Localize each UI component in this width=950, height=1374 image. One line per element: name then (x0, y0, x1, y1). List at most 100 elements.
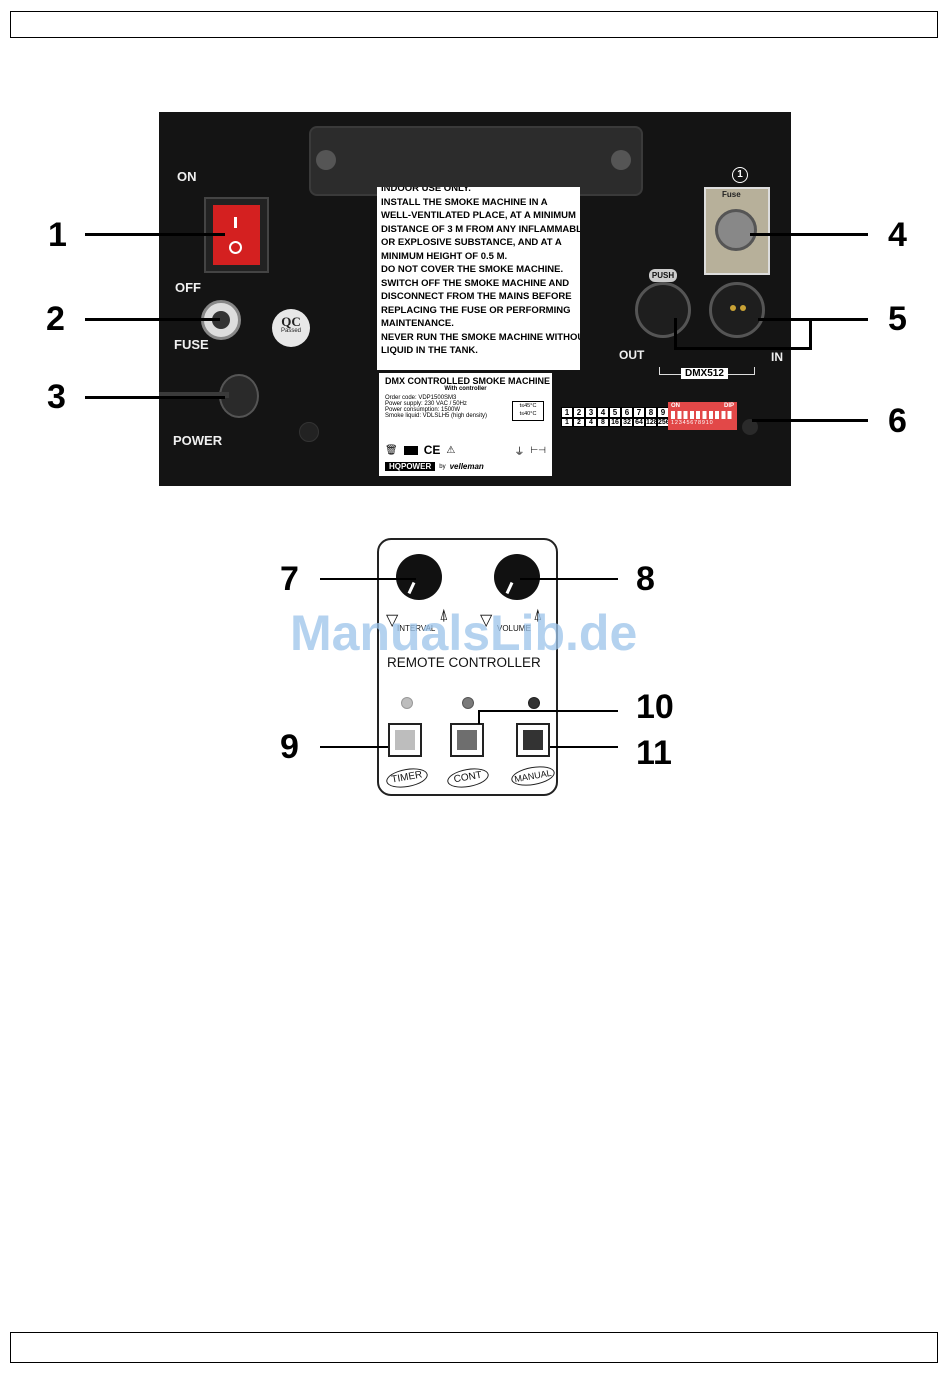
ce-mark: CE (423, 443, 441, 457)
dip-value-cell: 32 (621, 418, 633, 427)
by-text: by (439, 463, 446, 470)
increase-icon-left: ⍋ (439, 607, 449, 624)
callout-line-10 (478, 710, 618, 724)
qc-passed-text: Passed (280, 328, 301, 334)
dip-on-label: ON (671, 403, 680, 409)
callout-number-8: 8 (636, 560, 655, 598)
interval-knob[interactable] (396, 554, 442, 600)
timer-button[interactable] (388, 723, 422, 757)
velleman-logo: velleman (449, 462, 484, 471)
dip-weight-cell: 3 (585, 407, 597, 418)
warning-line: SWITCH OFF THE SMOKE MACHINE AND (381, 277, 570, 289)
remote-controller: ▽ ⍋ ▽ ⍋ INTERVAL VOLUME REMOTE CONTROLLE… (377, 538, 558, 796)
interval-label: INTERVAL (397, 624, 436, 633)
decrease-icon-right: ▽ (480, 612, 493, 629)
push-tab: PUSH (649, 269, 677, 282)
carry-handle (309, 126, 643, 196)
cont-button[interactable] (450, 723, 484, 757)
callout-number-5: 5 (888, 300, 907, 338)
hqpower-logo: HQPOWER (385, 462, 436, 471)
callout-number-9: 9 (280, 728, 299, 766)
remote-title: REMOTE CONTROLLER (387, 655, 541, 670)
callout-line-4 (750, 233, 868, 236)
warning-line: MINIMUM HEIGHT OF 0.5 M. (381, 250, 508, 262)
timer-label: TIMER (384, 765, 430, 791)
manual-button[interactable] (516, 723, 550, 757)
callout-number-3: 3 (47, 378, 66, 416)
warning-line: LIQUID IN THE TANK. (381, 345, 478, 356)
dip-weight-cell: 2 (573, 407, 585, 418)
warning-line: REPLACING THE FUSE OR PERFORMING (381, 304, 571, 316)
temp-max: t≤45°C (519, 403, 537, 409)
dip-weight-cell: 1 (561, 407, 573, 418)
plate-line: Power consumption: 1500W (385, 407, 461, 413)
out-label: OUT (619, 348, 645, 362)
plate-line: Power supply: 230 VAC / 50Hz (385, 401, 467, 407)
watermark: ManualsLib.de (290, 605, 638, 661)
panel-screw (742, 419, 758, 435)
callout-number-11: 11 (636, 734, 672, 772)
warning-line: INSTALL THE SMOKE MACHINE IN A (381, 196, 548, 208)
warning-line: MAINTENANCE. (381, 318, 454, 329)
dip-address-table: 1 2 3 4 5 6 7 8 9 1 2 4 8 16 32 64 128 2… (561, 407, 669, 427)
warning-line: DISCONNECT FROM THE MAINS BEFORE (381, 291, 572, 302)
warning-line: OR EXPLOSIVE SUBSTANCE, AND AT A (381, 237, 562, 248)
fuse-circle-number: 1 (732, 167, 748, 183)
dip-value-cell: 128 (645, 418, 657, 427)
dmx-in-connector[interactable] (709, 282, 765, 338)
ground-screw (299, 422, 319, 442)
callout-bracket-5 (674, 318, 812, 350)
book-icon (403, 445, 418, 455)
power-cord-connector[interactable] (219, 374, 259, 418)
dip-weight-cell: 6 (621, 407, 633, 418)
volume-knob[interactable] (494, 554, 540, 600)
warning-label: INDOOR USE ONLY. INSTALL THE SMOKE MACHI… (377, 187, 580, 370)
warning-line: DISTANCE OF 3 M FROM ANY INFLAMMABLE (381, 223, 580, 235)
dip-value-cell: 1 (561, 418, 573, 427)
dmx-out-connector[interactable] (635, 282, 691, 338)
callout-number-1: 1 (48, 216, 67, 254)
warning-line: NEVER RUN THE SMOKE MACHINE WITHOUT (381, 331, 580, 343)
fuse-tag-text: Fuse (722, 190, 741, 199)
qc-text: QC (281, 314, 301, 329)
dip-switch[interactable]: ON DIP 12345678910 (668, 402, 737, 430)
callout-number-6: 6 (888, 402, 907, 440)
dmx512-label: DMX512 (681, 368, 728, 379)
callout-line-7 (320, 578, 416, 580)
on-label: ON (177, 169, 197, 184)
temp-ambient: t≤40°C (519, 411, 537, 417)
distance-icon: ⊢⊣ (530, 444, 546, 455)
dip-weight-cell: 5 (609, 407, 621, 418)
cont-label: CONT (445, 765, 491, 791)
dip-value-cell: 64 (633, 418, 645, 427)
callout-line-11 (550, 746, 618, 748)
timer-led (401, 697, 413, 709)
plate-subtitle: With controller (444, 386, 487, 392)
dip-value-cell: 4 (585, 418, 597, 427)
dmx-thru-connector[interactable]: Fuse (704, 187, 770, 275)
warning-line: WELL-VENTILATED PLACE, AT A MINIMUM (381, 210, 576, 221)
callout-line-3 (85, 396, 225, 399)
volume-label: VOLUME (497, 624, 531, 633)
callout-number-2: 2 (46, 300, 65, 338)
callout-line-5 (758, 318, 868, 321)
callout-number-7: 7 (280, 560, 299, 598)
off-label: OFF (175, 280, 201, 295)
callout-line-2 (85, 318, 220, 321)
qc-passed-sticker: QC Passed (272, 309, 310, 347)
manual-label: MANUAL (509, 763, 557, 789)
rating-plate: DMX CONTROLLED SMOKE MACHINE With contro… (379, 373, 552, 476)
page-footer-box (10, 1332, 938, 1363)
power-label: POWER (173, 433, 223, 448)
plate-title: DMX CONTROLLED SMOKE MACHINE (385, 376, 550, 386)
dip-weight-cell: 7 (633, 407, 645, 418)
wheelie-bin-icon: 🗑 (385, 444, 398, 456)
manual-led (528, 697, 540, 709)
cont-led (462, 697, 474, 709)
plate-line: Smoke liquid: VDLSLH5 (high density) (385, 413, 488, 419)
dip-switch-numbers: 12345678910 (671, 420, 714, 426)
callout-number-10: 10 (636, 688, 674, 726)
smoke-machine-rear-panel-photo: INDOOR USE ONLY. INSTALL THE SMOKE MACHI… (159, 112, 791, 486)
fuse-holder[interactable] (201, 300, 241, 340)
dip-value-cell: 16 (609, 418, 621, 427)
